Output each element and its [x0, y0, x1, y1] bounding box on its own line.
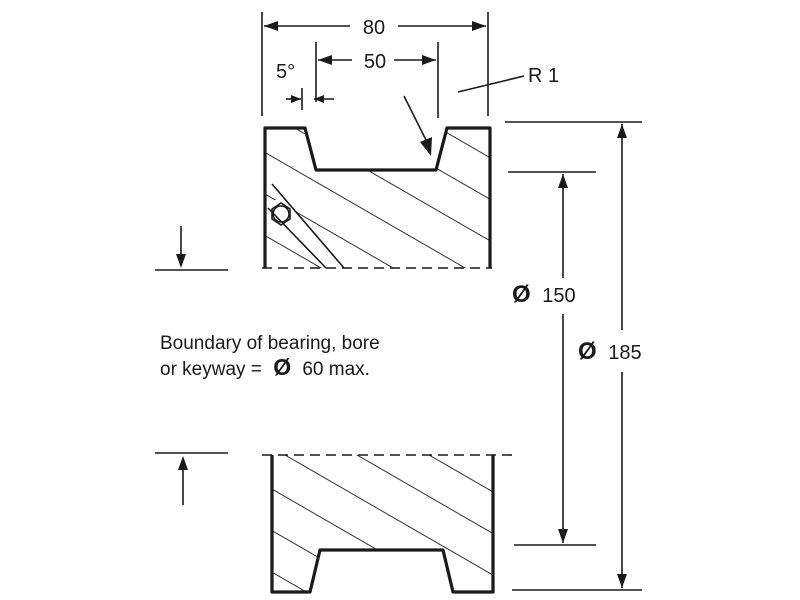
width-80-dimension: 80 — [261, 12, 489, 116]
outer-diameter-value: 185 — [608, 342, 641, 364]
bottom-rim-hatching — [272, 455, 493, 592]
bottom-rim-section — [262, 454, 512, 594]
radius-r1-leader: R 1 — [403, 65, 559, 156]
top-rim-section — [262, 126, 492, 269]
note-line-2-suffix: 60 max. — [302, 359, 370, 380]
top-rim-outline — [263, 126, 492, 268]
bottom-rim-outline — [270, 455, 495, 594]
groove-diameter-label: Ø 150 — [512, 281, 576, 308]
groove-diameter-value: 150 — [542, 285, 575, 307]
groove-50-label: 50 — [364, 51, 386, 73]
diameter-symbol-185: Ø — [578, 338, 597, 365]
draft-angle-dimension: 5° — [276, 61, 334, 110]
bore-boundary-indicator — [155, 226, 228, 505]
bolt-detail — [267, 183, 345, 269]
width-80-label: 80 — [363, 17, 385, 39]
outer-diameter-label: Ø 185 — [578, 338, 642, 365]
groove-diameter-150-dimension: Ø 150 — [508, 171, 596, 546]
draft-angle-label: 5° — [276, 61, 295, 83]
radius-r1-label: R 1 — [528, 65, 559, 87]
diameter-symbol-150: Ø — [512, 281, 531, 308]
note-line-2-prefix: or keyway = — [160, 359, 262, 380]
note-diameter-symbol: Ø — [273, 354, 291, 380]
note-line-1: Boundary of bearing, bore — [160, 333, 380, 354]
note-line-2: or keyway = Ø 60 max. — [160, 354, 370, 380]
top-rim-hatching — [265, 128, 490, 268]
outer-diameter-185-dimension: Ø 185 — [505, 121, 642, 591]
groove-50-dimension: 50 — [315, 42, 439, 118]
bore-boundary-note: Boundary of bearing, bore or keyway = Ø … — [160, 333, 380, 380]
